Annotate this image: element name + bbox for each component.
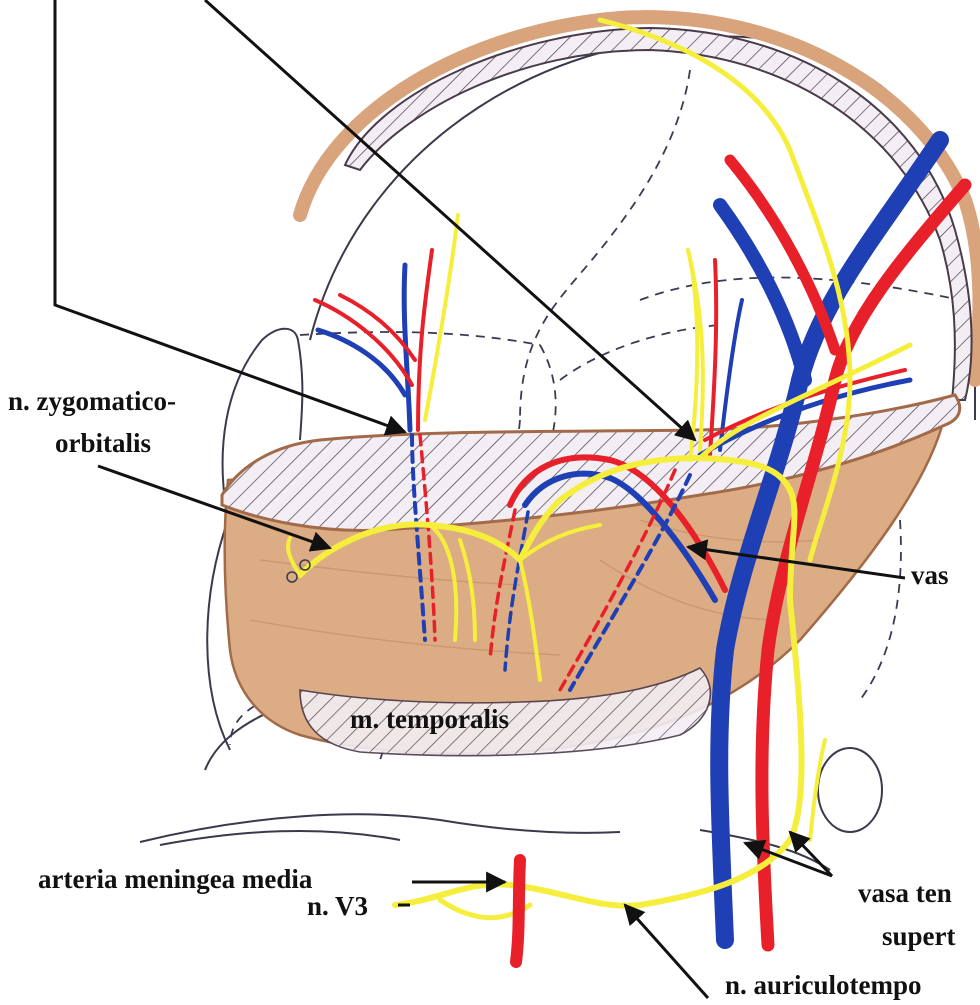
ear-canal-circle (818, 748, 882, 832)
middle-meningeal-artery (516, 860, 520, 962)
label-vasa-temporalis-line2: supert (882, 923, 956, 950)
label-auriculotemporalis: n. auriculotempo (725, 972, 922, 999)
label-meningea: arteria meningea media (38, 866, 312, 893)
label-vasa-temporalis-line1: vasa ten (858, 880, 952, 907)
label-temporalis: m. temporalis (350, 706, 509, 733)
label-v3: n. V3 (307, 893, 368, 920)
label-zygomatico-line2: orbitalis (55, 430, 151, 457)
label-vasa-right: vas (911, 562, 949, 589)
label-zygomatico-line1: n. zygomatico- (8, 388, 176, 415)
temporal-fascia (300, 17, 979, 380)
